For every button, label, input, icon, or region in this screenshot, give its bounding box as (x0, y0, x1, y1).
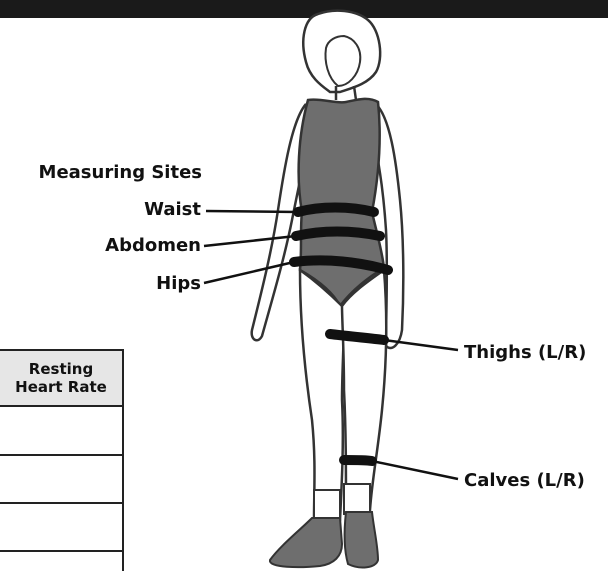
calves-label: Calves (L/R) (464, 472, 585, 490)
figure-right-shoe (345, 512, 378, 567)
thigh-band (330, 334, 384, 340)
waist-label: Waist (144, 201, 201, 219)
thighs-label: Thighs (L/R) (464, 344, 586, 362)
figure-right-leg (342, 270, 386, 512)
header-line-heart-rate: Heart Rate (6, 378, 116, 396)
measuring-sites-title: Measuring Sites (39, 164, 202, 182)
hips-label: Hips (156, 275, 201, 293)
figure-left-leg (300, 270, 344, 520)
calf-band (344, 460, 372, 461)
table-row[interactable] (0, 456, 122, 504)
heart-rate-table: Resting Heart Rate (0, 349, 124, 571)
abdomen-label: Abdomen (105, 237, 201, 255)
waist-band (298, 208, 374, 213)
waist-leader (206, 211, 298, 212)
abdomen-band (296, 232, 380, 237)
table-row[interactable] (0, 407, 122, 456)
header-line-resting: Resting (6, 360, 116, 378)
figure-torso (299, 99, 384, 306)
table-row[interactable] (0, 504, 122, 552)
figure-left-sock (314, 490, 340, 520)
calves-leader (372, 461, 458, 479)
table-header: Resting Heart Rate (0, 349, 122, 407)
figure-left-shoe (270, 518, 342, 567)
figure-right-sock (344, 484, 370, 514)
table-row[interactable] (0, 552, 122, 571)
